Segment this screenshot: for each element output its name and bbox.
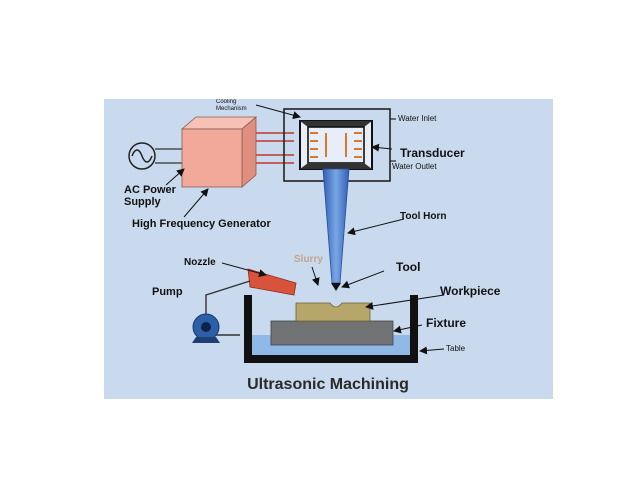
label-tool: Tool xyxy=(396,260,420,274)
ac-power-symbol xyxy=(128,142,182,170)
workpiece xyxy=(295,302,371,322)
label-ac-power-2: Supply xyxy=(124,196,162,208)
nozzle xyxy=(247,268,297,296)
label-transducer: Transducer xyxy=(400,146,465,160)
generator-wires xyxy=(256,132,294,164)
pump xyxy=(192,313,220,343)
label-cooling-1: Cooling xyxy=(216,99,236,105)
fixture xyxy=(270,320,394,346)
label-generator: High Frequency Generator xyxy=(132,218,271,230)
label-cooling-2: Mechanism xyxy=(216,106,247,112)
ultrasonic-machining-diagram: Cooling Mechanism Water Inlet Transducer… xyxy=(124,99,501,393)
label-fixture: Fixture xyxy=(426,316,466,330)
diagram-panel: Cooling Mechanism Water Inlet Transducer… xyxy=(104,99,553,399)
high-frequency-generator xyxy=(180,116,258,188)
label-table: Table xyxy=(446,344,466,353)
diagram-title: Ultrasonic Machining xyxy=(247,376,409,393)
label-water-outlet: Water Outlet xyxy=(392,162,437,171)
label-workpiece: Workpiece xyxy=(440,284,501,298)
label-pump: Pump xyxy=(152,286,183,298)
label-tool-horn: Tool Horn xyxy=(400,211,446,222)
label-nozzle: Nozzle xyxy=(184,257,216,268)
leader-lines xyxy=(165,104,445,355)
water-pipes xyxy=(390,118,396,162)
transducer xyxy=(299,120,373,170)
label-slurry: Slurry xyxy=(294,254,323,265)
tool-tip xyxy=(331,283,341,291)
label-water-inlet: Water Inlet xyxy=(398,114,437,123)
label-ac-power-1: AC Power xyxy=(124,184,177,196)
tool-horn xyxy=(322,168,350,284)
